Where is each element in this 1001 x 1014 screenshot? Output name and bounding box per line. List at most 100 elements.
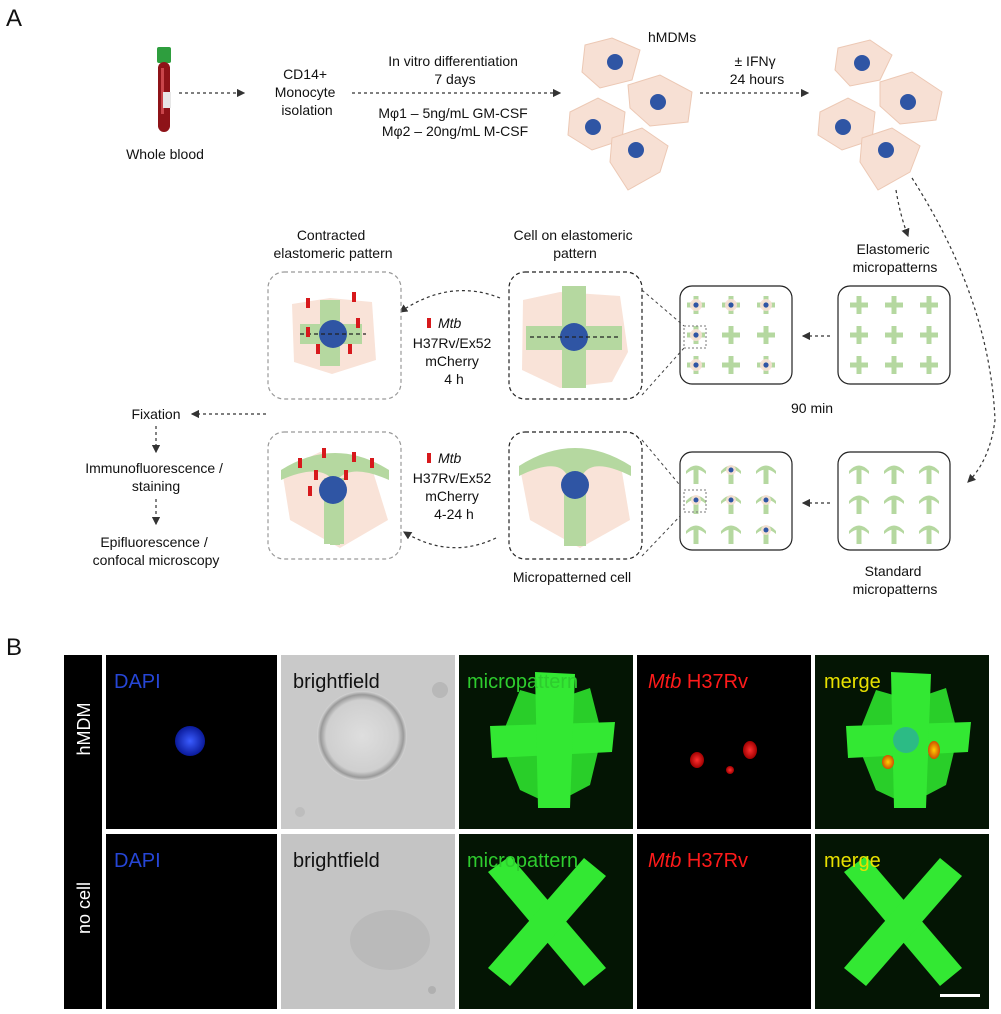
hmdms-label: hMDMs — [648, 29, 696, 45]
cross-pattern — [920, 296, 938, 314]
whole-blood-label: Whole blood — [126, 146, 204, 162]
cross-pattern — [722, 296, 740, 314]
arc-pattern — [884, 495, 904, 514]
cross-pattern — [757, 326, 775, 344]
arc-pattern — [756, 525, 776, 544]
ifn-label: ± IFNγ 24 hours — [730, 53, 784, 87]
row-label-hmdm: hMDM — [74, 703, 94, 756]
cross-pattern — [885, 296, 903, 314]
immuno-label: Immunofluorescence / staining — [85, 460, 227, 494]
micropatterned-cell-label: Micropatterned cell — [513, 569, 631, 585]
channel-label: DAPI — [114, 671, 161, 693]
mtb-nocell-panel — [637, 834, 811, 1009]
infected-standard-cell-icon — [281, 448, 389, 548]
bacterium-icon — [427, 318, 431, 328]
arrow — [399, 289, 501, 313]
time-90-label: 90 min — [791, 400, 833, 416]
arc-pattern-grid — [849, 465, 939, 544]
blood-tube-icon — [157, 47, 171, 132]
arc-pattern — [849, 525, 869, 544]
zoom-box — [683, 489, 707, 513]
channel-label: micropattern — [467, 671, 578, 693]
cross-pattern — [920, 326, 938, 344]
infection-top-label: H37Rv/Ex52 mCherry 4 h — [413, 335, 495, 387]
infection-bottom-label: H37Rv/Ex52 mCherry 4-24 h — [413, 470, 495, 522]
arrow — [402, 531, 497, 549]
arc-pattern — [721, 465, 741, 484]
cross-pattern — [850, 356, 868, 374]
arc-pattern — [884, 465, 904, 484]
isolation-label: CD14+ Monocyte isolation — [275, 66, 340, 118]
arc-pattern — [849, 465, 869, 484]
arc-pattern — [686, 495, 706, 514]
cell-on-cross-icon — [522, 286, 628, 388]
bacterium — [743, 741, 757, 759]
bacterium — [726, 766, 734, 774]
elastomeric-label: Elastomeric micropatterns — [853, 241, 938, 275]
zoom-line — [641, 347, 685, 396]
activated-hmdm-cells-icon — [817, 39, 943, 191]
differentiation-label: In vitro differentiation 7 days — [388, 53, 522, 87]
arrow — [895, 189, 910, 238]
row-label-strip — [64, 655, 102, 1009]
cell — [317, 691, 407, 781]
cross-pattern — [850, 296, 868, 314]
cross-pattern — [687, 356, 705, 374]
cross-pattern — [722, 356, 740, 374]
scale-bar — [940, 994, 980, 997]
arc-pattern — [756, 495, 776, 514]
bacterium — [690, 752, 704, 768]
arc-pattern — [686, 465, 706, 484]
panel-a-letter: A — [6, 5, 22, 32]
cross-pattern — [885, 356, 903, 374]
cross-pattern — [722, 326, 740, 344]
cross-pattern — [920, 356, 938, 374]
row-label-no-cell: no cell — [74, 882, 94, 934]
cross-pattern — [757, 356, 775, 374]
arc-pattern — [849, 495, 869, 514]
channel-label: DAPI — [114, 850, 161, 872]
channel-label: Mtb H37Rv — [648, 850, 748, 872]
cross-pattern — [850, 326, 868, 344]
cross-pattern — [885, 326, 903, 344]
seeded-cross-grid — [687, 296, 775, 374]
channel-label: brightfield — [293, 671, 380, 693]
arc-pattern — [721, 525, 741, 544]
arc-pattern — [721, 495, 741, 514]
fixation-label: Fixation — [131, 406, 180, 422]
standard-label: Standard micropatterns — [853, 563, 938, 597]
channel-label: micropattern — [467, 850, 578, 872]
channel-label: brightfield — [293, 850, 380, 872]
epifluor-label: Epifluorescence / confocal microscopy — [93, 534, 220, 568]
arc-pattern — [686, 525, 706, 544]
x-micropattern-merge — [844, 856, 962, 986]
mtb-label: Mtb — [438, 450, 462, 466]
channel-label: merge — [824, 850, 881, 872]
contracted-cell-icon — [292, 292, 376, 374]
x-micropattern — [488, 856, 606, 986]
hmdm-cells-icon — [567, 37, 693, 191]
arrow — [911, 177, 996, 483]
zoom-line — [641, 289, 685, 327]
arc-pattern — [919, 495, 939, 514]
zoom-line — [641, 511, 685, 557]
dapi-nocell-panel — [106, 834, 277, 1009]
arc-pattern — [884, 525, 904, 544]
mtb-hmdm-panel — [637, 655, 811, 829]
cross-pattern — [687, 326, 705, 344]
micropatterned-cell-icon — [519, 448, 631, 548]
arc-pattern — [919, 525, 939, 544]
zoom-line — [641, 439, 685, 491]
cross-pattern-grid — [850, 296, 938, 374]
cross-pattern — [687, 296, 705, 314]
cross-micropattern — [490, 672, 615, 808]
arc-pattern — [919, 465, 939, 484]
contracted-label: Contracted elastomeric pattern — [273, 227, 392, 261]
merge-overlay — [846, 672, 971, 808]
cross-pattern — [757, 296, 775, 314]
media-label: Mφ1 – 5ng/mL GM-CSF Mφ2 – 20ng/mL M-CSF — [378, 105, 531, 139]
arc-pattern — [756, 465, 776, 484]
zoom-box — [683, 325, 707, 349]
